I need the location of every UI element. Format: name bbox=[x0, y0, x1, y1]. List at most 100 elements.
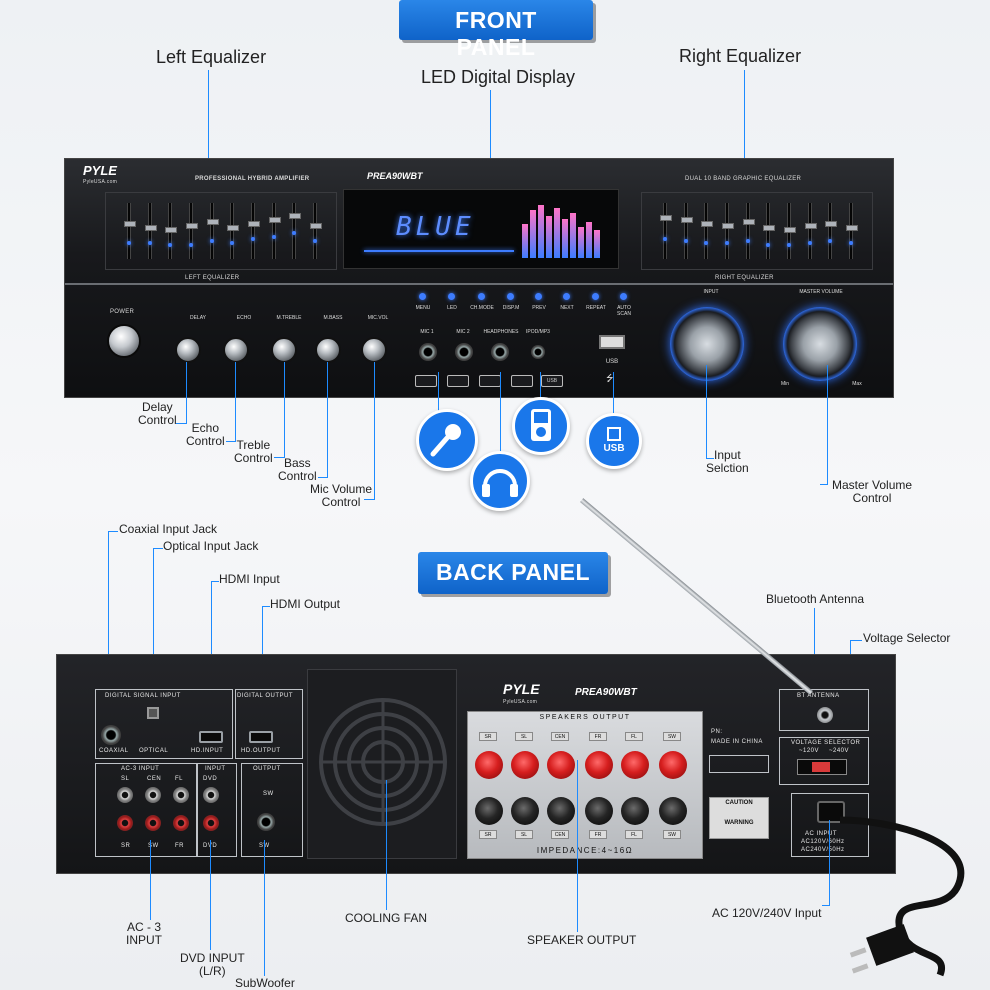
rca-label-fr: FR bbox=[175, 843, 184, 849]
source-button-usb[interactable]: USB bbox=[541, 375, 563, 387]
rca-sr-jack[interactable] bbox=[117, 815, 133, 831]
bass-knob[interactable] bbox=[315, 337, 341, 363]
right-eq-slider[interactable] bbox=[742, 203, 755, 259]
prev-label: PREV bbox=[532, 305, 546, 311]
power-button[interactable] bbox=[107, 324, 141, 358]
ac-input-callout: AC 120V/240V Input bbox=[712, 906, 822, 920]
left-eq-slider[interactable] bbox=[144, 203, 157, 259]
right-eq-slider[interactable] bbox=[825, 203, 838, 259]
right-eq-slider[interactable] bbox=[763, 203, 776, 259]
right-eq-slider[interactable] bbox=[845, 203, 858, 259]
subwoofer-jack[interactable] bbox=[257, 813, 275, 831]
master-volume-leader bbox=[827, 365, 828, 485]
left-eq-slider[interactable] bbox=[185, 203, 198, 259]
sw-label-top: SW bbox=[263, 791, 274, 797]
right-eq-slider[interactable] bbox=[680, 203, 693, 259]
speaker-fl-neg[interactable] bbox=[621, 797, 649, 825]
speaker-sr-pos[interactable] bbox=[475, 751, 503, 779]
delay-knob[interactable] bbox=[175, 337, 201, 363]
spk-tag-sr-bottom: SR bbox=[479, 830, 497, 839]
right-eq-slider[interactable] bbox=[783, 203, 796, 259]
left-eq-slider[interactable] bbox=[247, 203, 260, 259]
menu-button[interactable] bbox=[419, 293, 426, 300]
caution-label-box: CAUTION WARNING bbox=[709, 797, 769, 839]
spk-tag-cen-bottom: CEN bbox=[551, 830, 569, 839]
right-eq-slider[interactable] bbox=[660, 203, 672, 259]
chmode-button[interactable] bbox=[478, 293, 485, 300]
rca-sw-jack[interactable] bbox=[145, 815, 161, 831]
treble-knob[interactable] bbox=[271, 337, 297, 363]
dispm-button[interactable] bbox=[507, 293, 514, 300]
right-equalizer[interactable] bbox=[660, 203, 858, 259]
speaker-fr-neg[interactable] bbox=[585, 797, 613, 825]
source-button-1[interactable] bbox=[415, 375, 437, 387]
speaker-fl-pos[interactable] bbox=[621, 751, 649, 779]
back-brand-logo: PYLE bbox=[503, 681, 540, 697]
left-eq-slider[interactable] bbox=[227, 203, 240, 259]
left-eq-slider[interactable] bbox=[124, 203, 136, 259]
usb-port[interactable] bbox=[599, 335, 625, 349]
next-button[interactable] bbox=[563, 293, 570, 300]
warning-label: WARNING bbox=[724, 820, 754, 826]
bt-antenna-connector[interactable] bbox=[817, 707, 833, 723]
hdmi-input-port[interactable] bbox=[199, 731, 223, 743]
hdmi-input-callout: HDMI Input bbox=[219, 572, 280, 586]
speaker-fr-pos[interactable] bbox=[585, 751, 613, 779]
output-label: OUTPUT bbox=[253, 766, 281, 772]
rca-dvd-r-jack[interactable] bbox=[203, 815, 219, 831]
prev-button[interactable] bbox=[535, 293, 542, 300]
repeat-button[interactable] bbox=[592, 293, 599, 300]
cooling-fan-callout: COOLING FAN bbox=[345, 911, 428, 925]
speaker-sw-neg[interactable] bbox=[659, 797, 687, 825]
usb-icon: USB bbox=[586, 413, 642, 469]
ac-inlet[interactable] bbox=[817, 801, 845, 823]
rca-label-dvd-top: DVD bbox=[203, 776, 218, 782]
rca-dvd-l-jack[interactable] bbox=[203, 787, 219, 803]
speaker-cen-neg[interactable] bbox=[547, 797, 575, 825]
ipod-jack[interactable] bbox=[531, 345, 545, 359]
right-equalizer-callout: Right Equalizer bbox=[679, 46, 802, 66]
left-equalizer[interactable] bbox=[124, 203, 322, 259]
left-eq-slider[interactable] bbox=[309, 203, 322, 259]
speaker-sl-pos[interactable] bbox=[511, 751, 539, 779]
right-eq-slider[interactable] bbox=[721, 203, 734, 259]
delay-leader-h bbox=[176, 423, 186, 424]
left-eq-slider[interactable] bbox=[268, 203, 281, 259]
mic2-jack[interactable] bbox=[455, 343, 473, 361]
coaxial-leader-h bbox=[108, 531, 118, 532]
right-eq-slider[interactable] bbox=[701, 203, 714, 259]
left-eq-slider[interactable] bbox=[165, 203, 178, 259]
rca-cen-jack[interactable] bbox=[145, 787, 161, 803]
source-button-3[interactable] bbox=[479, 375, 501, 387]
source-button-2[interactable] bbox=[447, 375, 469, 387]
voltage-switch[interactable] bbox=[797, 759, 847, 775]
rca-sl-jack[interactable] bbox=[117, 787, 133, 803]
coaxial-jack[interactable] bbox=[101, 725, 121, 745]
input-selector-knob[interactable] bbox=[670, 307, 744, 381]
mic-vol-knob[interactable] bbox=[361, 337, 387, 363]
left-eq-slider[interactable] bbox=[206, 203, 219, 259]
speaker-sl-neg[interactable] bbox=[511, 797, 539, 825]
led-button[interactable] bbox=[448, 293, 455, 300]
front-site: PyleUSA.com bbox=[83, 179, 118, 185]
speaker-sr-neg[interactable] bbox=[475, 797, 503, 825]
rca-fl-jack[interactable] bbox=[173, 787, 189, 803]
speaker-cen-pos[interactable] bbox=[547, 751, 575, 779]
spk-tag-sl-top: SL bbox=[515, 732, 533, 741]
headphones-jack[interactable] bbox=[491, 343, 509, 361]
rca-fr-jack[interactable] bbox=[173, 815, 189, 831]
right-eq-slider[interactable] bbox=[804, 203, 817, 259]
autoscan-button[interactable] bbox=[620, 293, 627, 300]
treble-leader bbox=[284, 362, 285, 458]
echo-knob[interactable] bbox=[223, 337, 249, 363]
source-button-4[interactable] bbox=[511, 375, 533, 387]
optical-jack[interactable] bbox=[147, 707, 159, 719]
hdmi-output-port[interactable] bbox=[249, 731, 273, 743]
master-volume-knob[interactable] bbox=[783, 307, 857, 381]
speaker-sw-pos[interactable] bbox=[659, 751, 687, 779]
mic1-jack[interactable] bbox=[419, 343, 437, 361]
right-eq-label: RIGHT EQUALIZER bbox=[715, 275, 774, 281]
left-eq-slider[interactable] bbox=[289, 203, 302, 259]
